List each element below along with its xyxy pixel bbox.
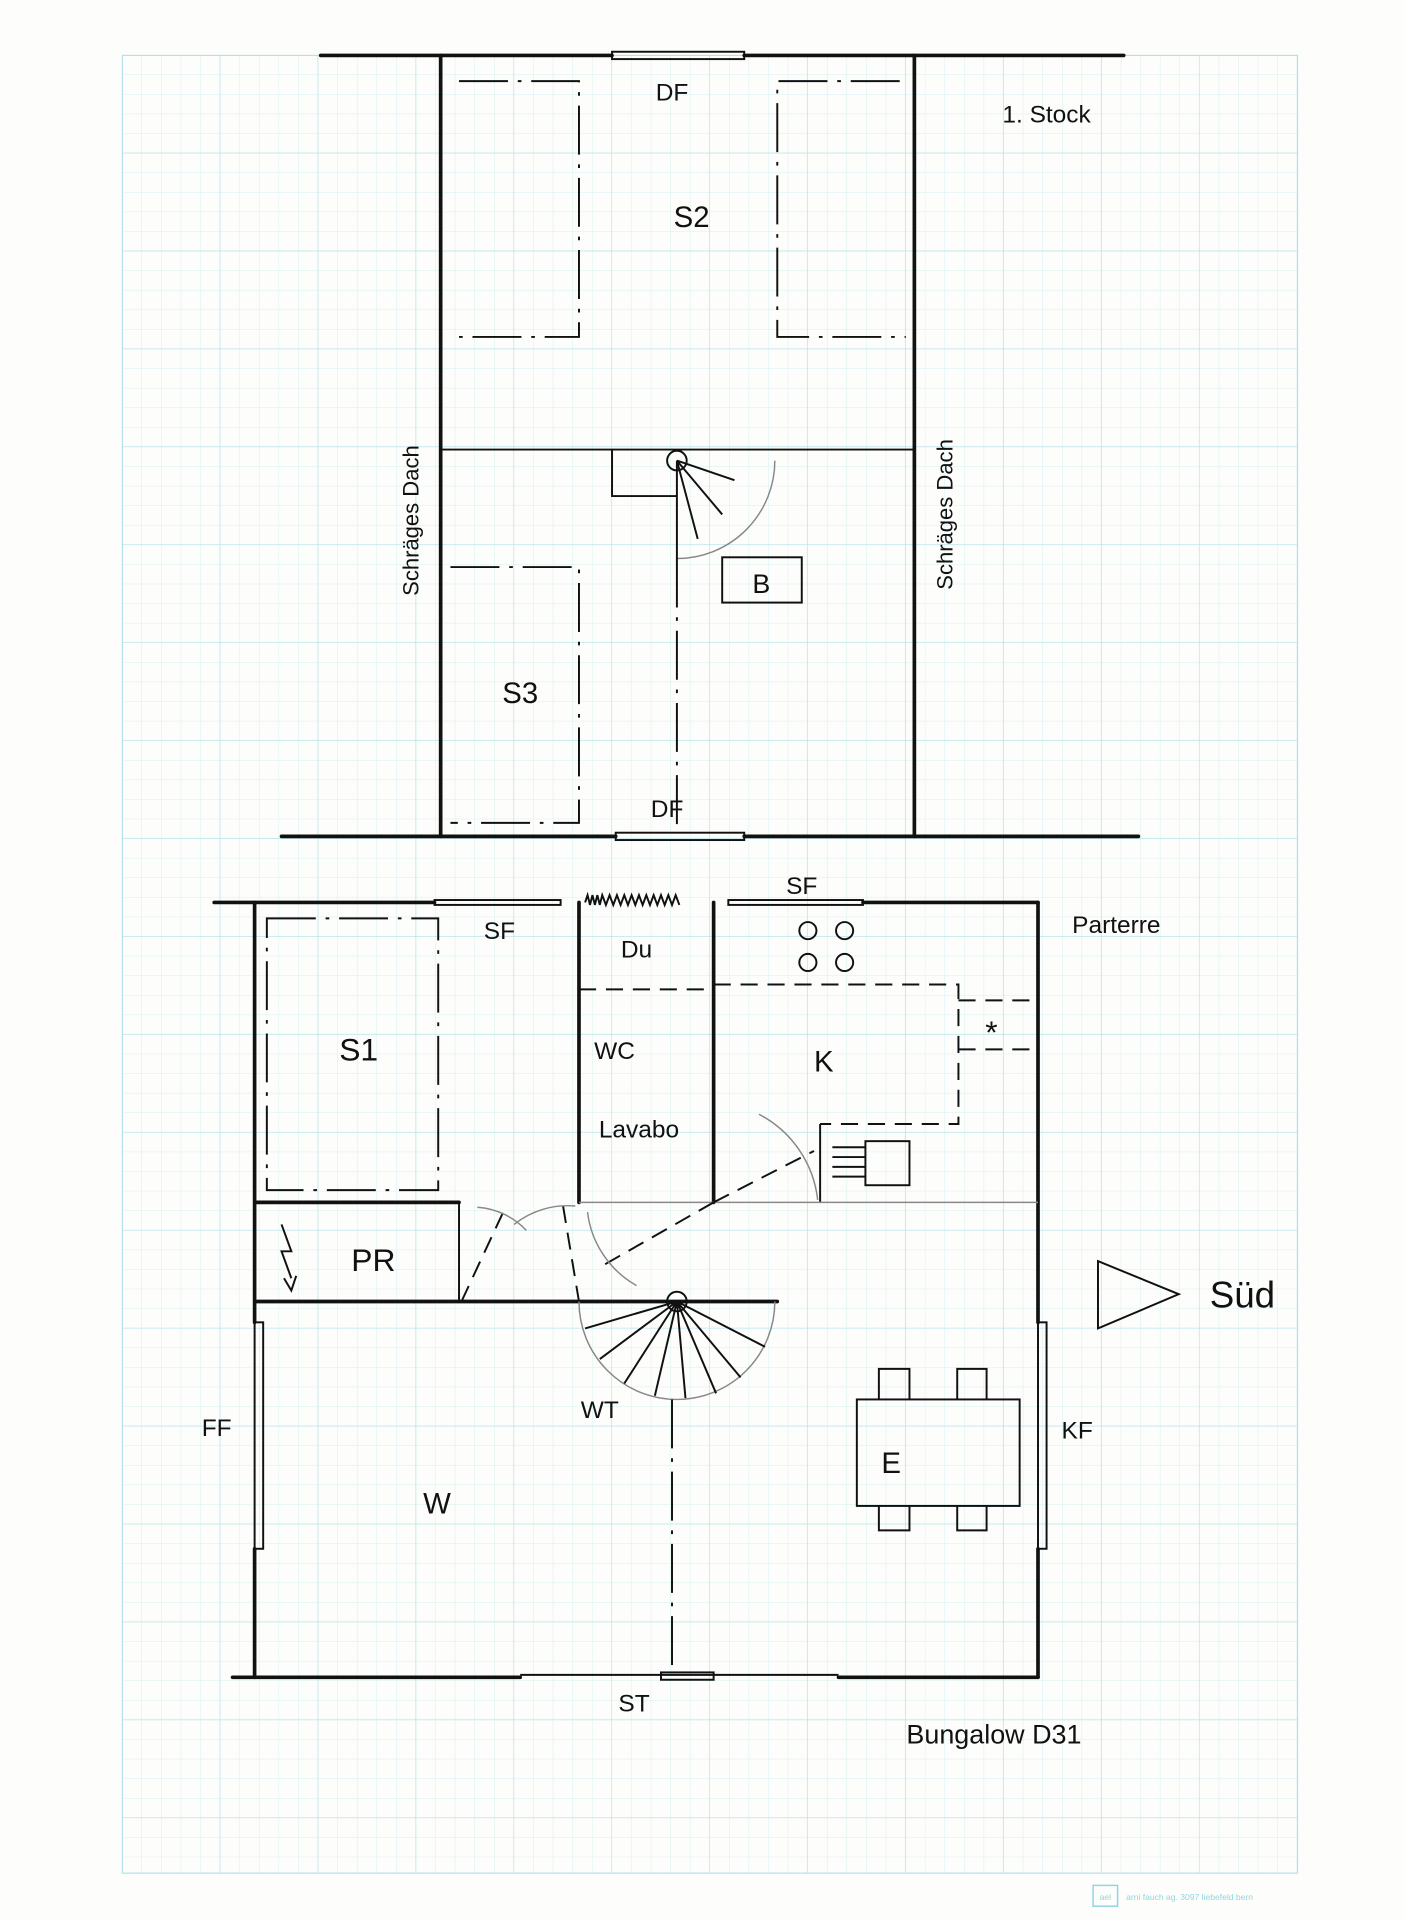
bed-s1 (265, 917, 440, 1192)
bed-s2-right (776, 80, 906, 338)
label-st: ST (618, 1691, 649, 1718)
label-lavabo: Lavabo (599, 1116, 679, 1143)
label-s2: S2 (674, 201, 710, 234)
label-kf: KF (1062, 1418, 1093, 1445)
label-sf-right: SF (786, 873, 817, 900)
stair-arc (676, 460, 776, 560)
publisher-logo (1092, 1884, 1119, 1907)
svg-text:ael: ael (1100, 1892, 1112, 1902)
door-st (660, 1671, 715, 1681)
chairs-icon (877, 1367, 988, 1532)
publisher-text: arni fauch ag. 3097 liebefeld bern (1126, 1892, 1253, 1902)
label-du: Du (621, 937, 652, 964)
bed-s3 (450, 566, 580, 824)
caption-bungalow: Bungalow D31 (906, 1719, 1081, 1749)
door-swing-kitchen (758, 1113, 819, 1200)
south-arrow-icon (1097, 1259, 1182, 1330)
label-df-top: DF (656, 80, 689, 107)
label-roof-left: Schräges Dach (399, 445, 424, 596)
publisher-footer: ael arni fauch ag. 3097 liebefeld bern (1092, 1884, 1253, 1907)
label-parterre: Parterre (1072, 912, 1160, 939)
electricity-icon (280, 1224, 293, 1279)
spiral-stair-center-icon (666, 449, 688, 472)
label-df-bottom: DF (651, 796, 684, 823)
kitchen-appliance-icon (819, 1124, 911, 1203)
label-wc: WC (594, 1038, 635, 1065)
label-b: B (752, 569, 770, 599)
label-w: W (423, 1487, 451, 1520)
door-swing-wc (513, 1204, 576, 1225)
label-s1: S1 (339, 1031, 378, 1067)
label-sf-left: SF (484, 918, 515, 945)
stove-burners-icon (798, 921, 855, 972)
window-sf-left (433, 899, 562, 906)
label-sued: Süd (1210, 1275, 1275, 1316)
door-swing-hall (586, 1212, 637, 1287)
label-wt: WT (581, 1397, 619, 1424)
door-swing-pr (477, 1206, 527, 1232)
ground-spiral-stair-center-icon (666, 1290, 688, 1313)
graph-paper-grid (121, 54, 1299, 1874)
upper-floor (279, 50, 1141, 842)
bed-s2-left (459, 80, 580, 338)
label-roof-right: Schräges Dach (932, 439, 957, 590)
shower-curtain (584, 891, 681, 908)
label-s3: S3 (502, 677, 538, 710)
box-b (721, 556, 803, 604)
dining-table (855, 1398, 1021, 1507)
window-df-top (611, 50, 746, 61)
window-ff (253, 1321, 265, 1550)
label-ff: FF (202, 1415, 232, 1442)
window-df-bottom (614, 831, 746, 842)
ground-floor: * (212, 891, 1182, 1681)
label-e: E (881, 1447, 901, 1480)
label-1-stock: 1. Stock (1002, 102, 1091, 129)
label-pr: PR (351, 1242, 395, 1278)
label-k: K (814, 1045, 834, 1078)
window-kf (1037, 1321, 1048, 1550)
asterisk-icon: * (985, 1014, 997, 1050)
